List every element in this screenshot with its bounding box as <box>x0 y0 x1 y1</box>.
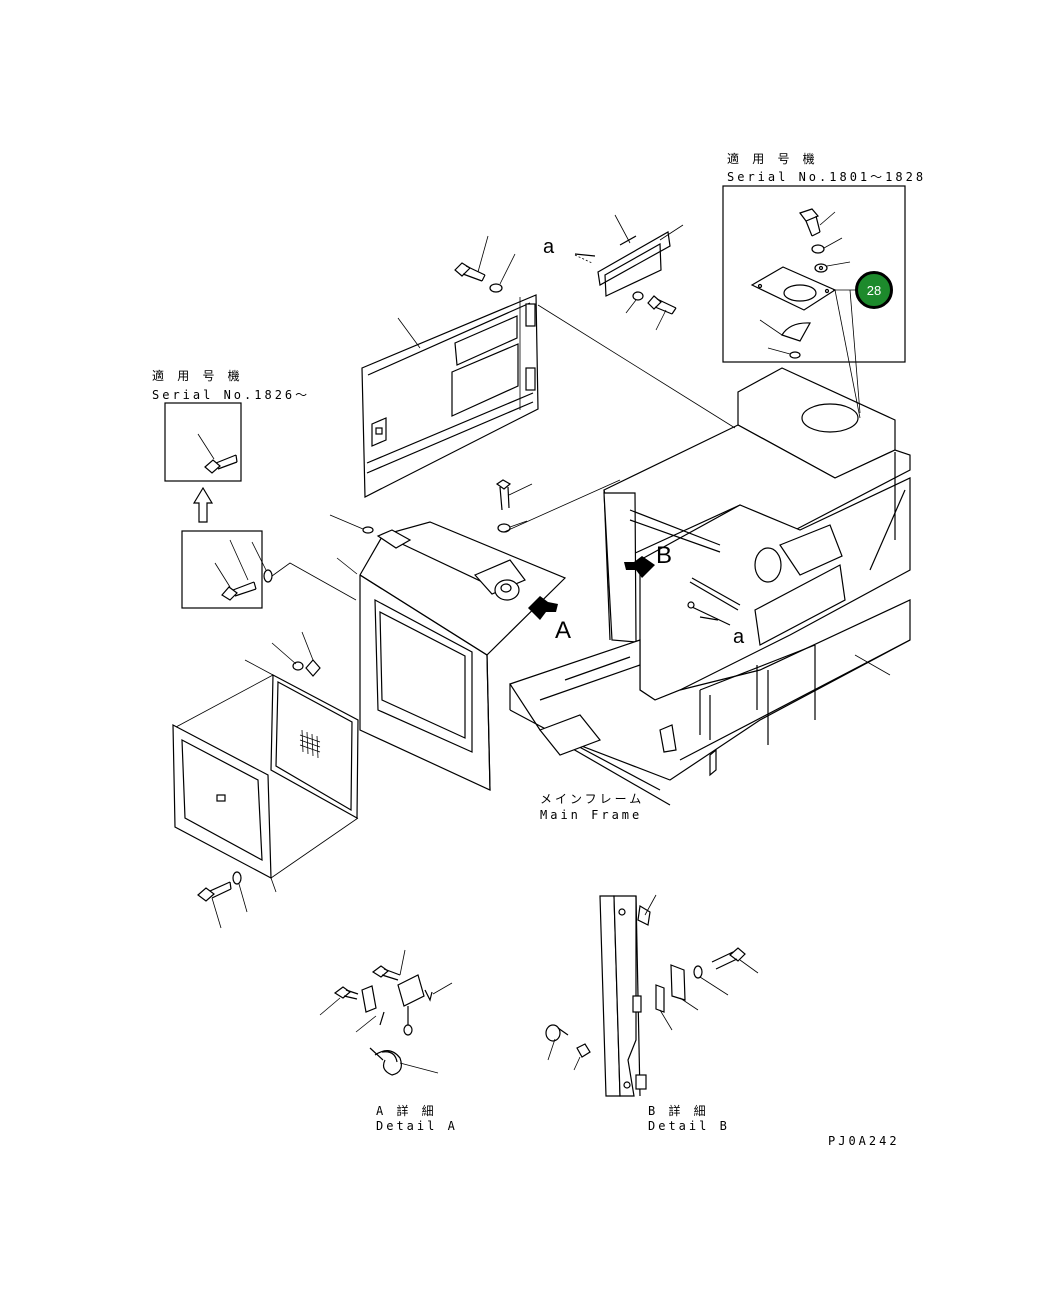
rear-door-panel <box>361 294 539 498</box>
inset-bolt-box <box>181 530 273 609</box>
main-frame-jp-label: メインフレーム <box>540 792 645 806</box>
inset-left-serial-label: Serial No.1826～ <box>152 388 311 402</box>
inset-serial-1801-1828 <box>722 185 906 363</box>
drawing-code-label: PJ0A242 <box>828 1134 900 1148</box>
rod-assembly <box>687 577 741 626</box>
view-marker-a-bottom: a <box>733 626 745 648</box>
bracket-bolt <box>647 295 677 331</box>
wing-nut <box>271 631 321 677</box>
radiator-box <box>359 521 567 791</box>
detail-a-parts <box>319 949 453 1076</box>
inset-left-applicable-label: 適 用 号 機 <box>152 369 243 383</box>
arrow-A <box>528 596 558 620</box>
inset-gasket <box>759 319 811 342</box>
view-marker-B: B <box>656 542 673 569</box>
main-frame-en-label: Main Frame <box>540 808 643 822</box>
detail-a-en-label: Detail A <box>376 1119 458 1133</box>
inset-top-serial-label: Serial No.1801～1828 <box>727 170 927 184</box>
door-bolt <box>454 235 489 282</box>
box-latch <box>329 514 412 549</box>
grille-panel <box>172 723 272 880</box>
main-frame <box>509 599 911 806</box>
callout-28[interactable]: 28 <box>855 271 893 309</box>
inset-cover-plate <box>750 266 837 311</box>
hollow-up-arrow <box>192 486 214 523</box>
inset-bolt <box>799 208 836 237</box>
inset-serial-1826 <box>164 402 242 482</box>
detail-a-jp-label: A 詳 細 <box>376 1104 437 1118</box>
detail-b-en-label: Detail B <box>648 1119 730 1133</box>
inset-top-applicable-label: 適 用 号 機 <box>727 152 818 166</box>
box-top-bolt <box>495 479 533 511</box>
view-marker-A: A <box>555 617 572 644</box>
arrow-B <box>624 556 655 578</box>
bottom-bolt <box>197 871 248 929</box>
wire-screen <box>270 674 359 820</box>
view-marker-a-top: a <box>543 236 555 258</box>
inset-washer-1 <box>811 244 825 254</box>
inset-washer-2 <box>814 263 828 273</box>
upper-bracket <box>597 214 684 297</box>
detail-b-jp-label: B 詳 細 <box>648 1104 709 1118</box>
operator-housing <box>603 367 911 701</box>
detail-b-parts <box>545 894 759 1097</box>
